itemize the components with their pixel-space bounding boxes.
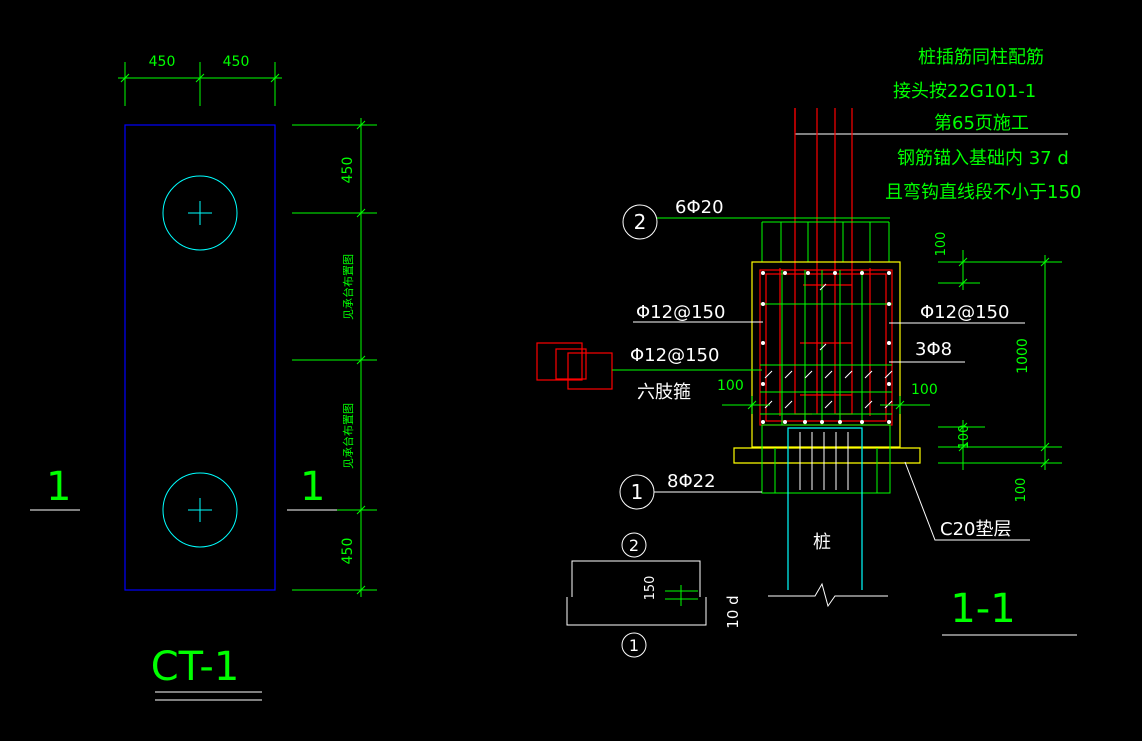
cushion-leader	[904, 461, 1030, 541]
cushion-label: C20垫层	[940, 519, 1011, 540]
note-line-3: 第65页施工	[934, 113, 1029, 134]
detail-bubble-1	[621, 632, 647, 658]
detail-bar-1	[566, 597, 707, 626]
pile-section	[787, 427, 863, 590]
detail-dim-150	[665, 585, 698, 606]
pile-top	[162, 175, 238, 251]
pile-label: 桩	[813, 532, 831, 553]
section-view: 桩 2 6Φ20 Φ12@150 Φ12@150 3Φ8 Φ12@150 六肢箍…	[536, 108, 1077, 636]
plan-dim-right-1: 450	[340, 157, 356, 184]
bottom-bars	[761, 424, 891, 494]
rebar-6phi20: 6Φ20	[675, 197, 724, 218]
plan-dim-right-2: 见承台布置图	[341, 254, 355, 320]
plan-dim-right-3: 见承台布置图	[341, 403, 355, 469]
cap-inner-bars	[760, 270, 892, 425]
rebar-dots	[761, 271, 891, 424]
note-line-5: 且弯钩直线段不小于150	[885, 182, 1081, 203]
six-leg-stirrup-icon	[536, 342, 613, 390]
rebar-8phi22: 8Φ22	[667, 471, 716, 492]
pile-bottom	[162, 472, 238, 548]
detail-dim-150-label: 150	[643, 576, 658, 601]
section-mark-left: 1	[46, 464, 71, 510]
cap-outline	[124, 124, 276, 591]
cover-right: 100	[911, 382, 938, 398]
plan-top-dimension	[118, 62, 282, 106]
note-line-1: 桩插筋同柱配筋	[918, 47, 1044, 68]
plan-title: CT-1	[151, 644, 240, 690]
plan-dim-top-right: 450	[223, 54, 250, 70]
detail-bubble-2-label: 2	[629, 536, 639, 555]
dim-height-1000: 1000	[1015, 338, 1031, 374]
cover-dim-left	[722, 396, 770, 414]
bar-detail: 2 150 1 10 d	[566, 532, 742, 658]
section-right-dimension	[938, 250, 1062, 470]
stirrup-ticks	[764, 283, 893, 409]
dim-top-100: 100	[934, 232, 949, 257]
detail-bar-2	[571, 560, 701, 597]
section-title: 1-1	[950, 586, 1015, 632]
cap-section-outline	[751, 261, 901, 448]
mid-stirrup-label: Φ12@150	[630, 345, 719, 366]
note-line-4: 钢筋锚入基础内 37 d	[897, 148, 1069, 169]
plan-right-dimension	[292, 118, 377, 597]
section-mark-right: 1	[300, 464, 325, 510]
right-bars-label: 3Φ8	[915, 339, 952, 360]
bubble-1-label: 1	[631, 480, 644, 504]
detail-dim-10d: 10 d	[724, 595, 742, 628]
detail-bubble-2	[621, 532, 647, 558]
dim-bot-100-b: 100	[1014, 478, 1029, 503]
pile-inner-lines	[799, 432, 849, 490]
plan-dim-top-left: 450	[149, 54, 176, 70]
pile-break-line	[768, 582, 888, 608]
right-stirrup-label: Φ12@150	[920, 302, 1009, 323]
plan-view: 450 450 450 见承台布	[30, 54, 377, 701]
cover-dim-right	[880, 396, 930, 414]
left-stirrup-label: Φ12@150	[636, 302, 725, 323]
notes-block: 桩插筋同柱配筋 接头按22G101-1 第65页施工 钢筋锚入基础内 37 d …	[795, 47, 1081, 203]
detail-bubble-1-label: 1	[629, 636, 639, 655]
dim-bot-100-a: 100	[957, 425, 972, 450]
note-line-2: 接头按22G101-1	[893, 81, 1036, 102]
bubble-2	[622, 204, 658, 240]
cushion-layer	[733, 447, 921, 464]
cap-rebar-verticals	[761, 221, 890, 262]
plan-dim-right-4: 450	[340, 538, 356, 565]
cover-left: 100	[717, 378, 744, 394]
six-leg-label: 六肢箍	[637, 382, 691, 403]
bubble-2-label: 2	[634, 210, 647, 234]
